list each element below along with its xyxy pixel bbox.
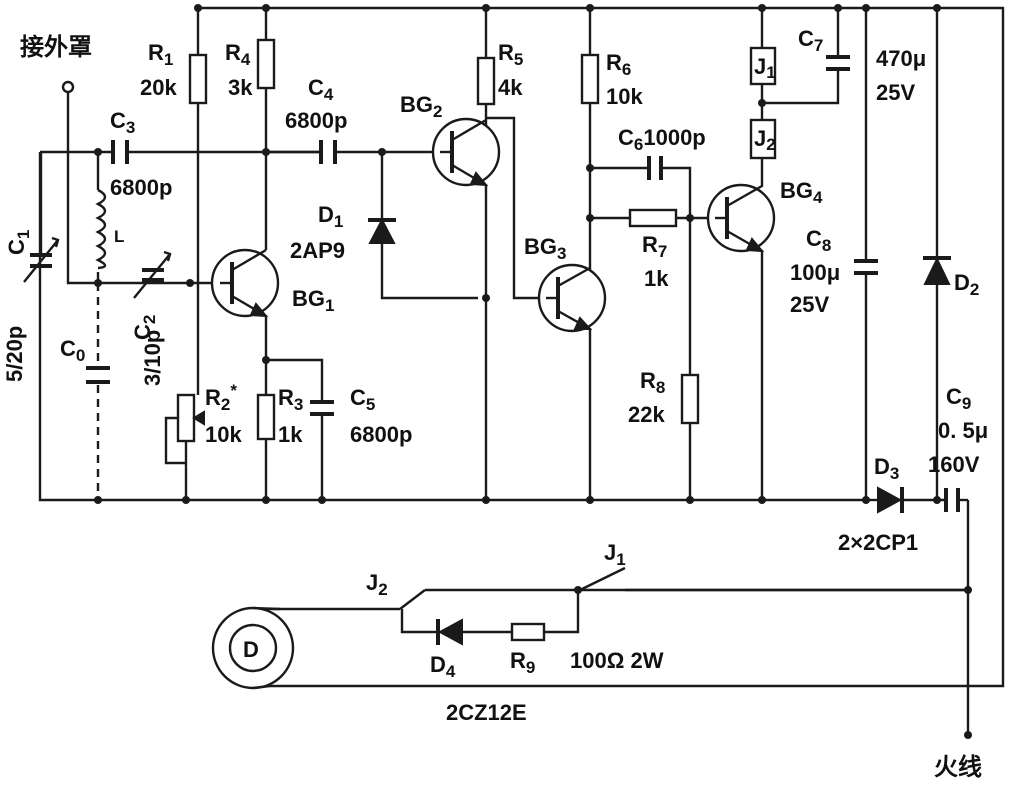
c8-label: C8 (806, 226, 831, 255)
resistor-r5 (476, 56, 496, 106)
j1-contact-label: J1 (604, 540, 626, 569)
emitter-network (264, 358, 324, 500)
resistor-r9 (510, 622, 546, 642)
transistor-bg3 (537, 263, 607, 500)
l-label: L (114, 227, 124, 246)
capacitor-c7 (762, 8, 850, 105)
resistor-r3 (256, 393, 276, 441)
j2-coil-label: J2 (754, 126, 776, 154)
r9-value: 100Ω 2W (570, 648, 664, 673)
d1-value: 2AP9 (290, 238, 345, 263)
r5-label: R5 (498, 40, 523, 69)
diode-d4 (436, 618, 463, 646)
transistor-bg1 (210, 248, 280, 360)
r4-label: R4 (225, 40, 251, 69)
c7-label: C7 (798, 26, 823, 55)
diode-d2 (923, 8, 951, 500)
d2-label: D2 (954, 270, 979, 299)
motor-d (211, 606, 295, 690)
r3-label: R3 (278, 385, 303, 414)
diode-d3 (870, 486, 945, 514)
load-wiring (250, 588, 968, 634)
motor-label: D (243, 637, 259, 662)
r3-value: 1k (278, 422, 303, 447)
capacitor-c9 (944, 488, 970, 735)
r2-value: 10k (205, 422, 242, 447)
c8-value: 100μ (790, 260, 840, 285)
r1-value: 20k (140, 75, 177, 100)
capacitor-c3 (111, 140, 129, 164)
d1-label: D1 (318, 202, 343, 231)
bg2-to-bg3 (486, 116, 546, 300)
diode-d1 (368, 152, 478, 300)
c9-voltage: 160V (928, 452, 980, 477)
input-tank-wiring (40, 150, 320, 500)
inductor-l (95, 188, 107, 270)
live-wire-label: 火线 (934, 754, 982, 781)
antenna-terminal (61, 80, 98, 285)
bg1-label: BG1 (292, 286, 334, 315)
d3-value: 2×2CP1 (838, 530, 918, 555)
c8-voltage: 25V (790, 292, 829, 317)
resistor-r7 (628, 208, 678, 228)
relay-coil-j2 (749, 118, 777, 160)
c3-label: C3 (110, 108, 135, 137)
r6-value: 10k (606, 84, 643, 109)
resistor-r8 (680, 373, 700, 425)
c3-value: 6800p (110, 175, 172, 200)
antenna-label: 接外罩 (20, 33, 92, 61)
r8-label: R8 (640, 368, 665, 397)
bg4-label: BG4 (780, 178, 823, 207)
capacitor-c6 (647, 156, 663, 180)
c4-label: C4 (308, 75, 334, 104)
relay-contact-j1 (579, 566, 626, 592)
c5-label: C5 (350, 385, 375, 414)
r2-label: R2* (205, 381, 237, 414)
capacitor-c8 (854, 8, 878, 500)
r1-label: R1 (148, 40, 173, 69)
j2-contact-label: J2 (366, 570, 388, 599)
transistor-bg2 (431, 117, 501, 500)
r7-label: R7 (642, 232, 667, 261)
top-rail (198, 6, 1005, 688)
d4-value: 2CZ12E (446, 700, 527, 725)
transistor-bg4 (706, 158, 776, 500)
d4-label: D4 (430, 652, 456, 681)
potentiometer-r2 (164, 393, 205, 500)
junction-dots (94, 4, 972, 739)
component-labels: 接外罩 火线 R1 20k R4 3k C4 6800p R5 4k R6 10… (2, 26, 988, 781)
capacitor-c0 (86, 366, 110, 384)
r4-value: 3k (228, 75, 253, 100)
c0-label: C0 (60, 336, 85, 365)
c7-voltage: 25V (876, 80, 915, 105)
resistor-r4 (256, 38, 276, 90)
c7-value: 470μ (876, 46, 926, 71)
d3-label: D3 (874, 454, 899, 483)
c4-value: 6800p (285, 108, 347, 133)
c1-label: C1 (4, 230, 33, 255)
variable-capacitor-c1 (23, 152, 60, 283)
relay-contact-j2 (399, 589, 426, 610)
c1-value: 5/20p (2, 326, 27, 382)
j1-coil-label: J1 (754, 54, 776, 82)
variable-capacitor-c2 (133, 250, 172, 299)
r8-value: 22k (628, 402, 665, 427)
bg3-label: BG3 (524, 234, 566, 263)
c5-value: 6800p (350, 422, 412, 447)
c9-value: 0. 5μ (938, 418, 988, 443)
capacitor-c5 (310, 400, 334, 416)
bg2-label: BG2 (400, 92, 442, 121)
c9-label: C9 (946, 384, 971, 413)
r6-label: R6 (606, 50, 631, 79)
r9-label: R9 (510, 648, 535, 677)
c6-label: C61000p (618, 125, 706, 154)
capacitor-c4 (319, 140, 337, 164)
c2-label: C2 (130, 315, 159, 340)
c2-value: 3/10p (140, 330, 165, 386)
resistor-r6 (580, 53, 600, 105)
r7-value: 1k (644, 266, 669, 291)
resistor-r1 (188, 53, 208, 105)
r5-value: 4k (498, 75, 523, 100)
